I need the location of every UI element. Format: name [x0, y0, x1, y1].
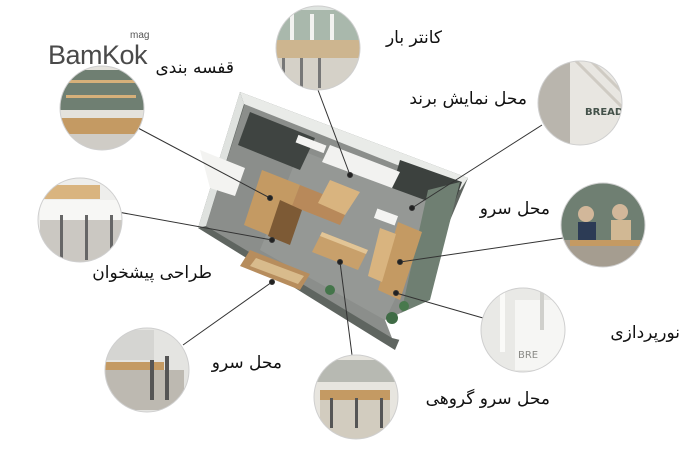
label-serving-bottom: محل سرو [211, 353, 282, 373]
photo-counter-design [37, 177, 123, 263]
leader-lines [117, 89, 564, 356]
label-group-serving: محل سرو گروهی [425, 389, 550, 409]
label-lighting: نورپردازی [610, 323, 680, 343]
photo-group-serving [313, 354, 399, 440]
label-serving-right: محل سرو [479, 199, 550, 219]
label-bar-counter: کانتر بار [385, 28, 442, 48]
floor-plan [198, 92, 468, 350]
photo-shelving [59, 65, 145, 151]
logo-tag: mag [130, 30, 150, 41]
label-shelving: قفسه بندی [155, 58, 234, 78]
logo-text: BamKok [48, 40, 148, 70]
photo-lighting: BRE [480, 287, 566, 373]
photo-brand-display: BREAD LAB [537, 60, 648, 146]
site-logo: BamKok mag [48, 30, 149, 71]
label-brand-display: محل نمایش برند [409, 89, 527, 109]
lighting-sign-text: BRE [518, 350, 538, 361]
brand-wall-text: BREAD LAB [585, 107, 648, 118]
photo-serving-left [104, 327, 190, 413]
photo-bar-counter [275, 5, 361, 91]
photo-serving-right [560, 182, 646, 268]
label-counter-design: طراحی پیشخوان [92, 263, 212, 283]
